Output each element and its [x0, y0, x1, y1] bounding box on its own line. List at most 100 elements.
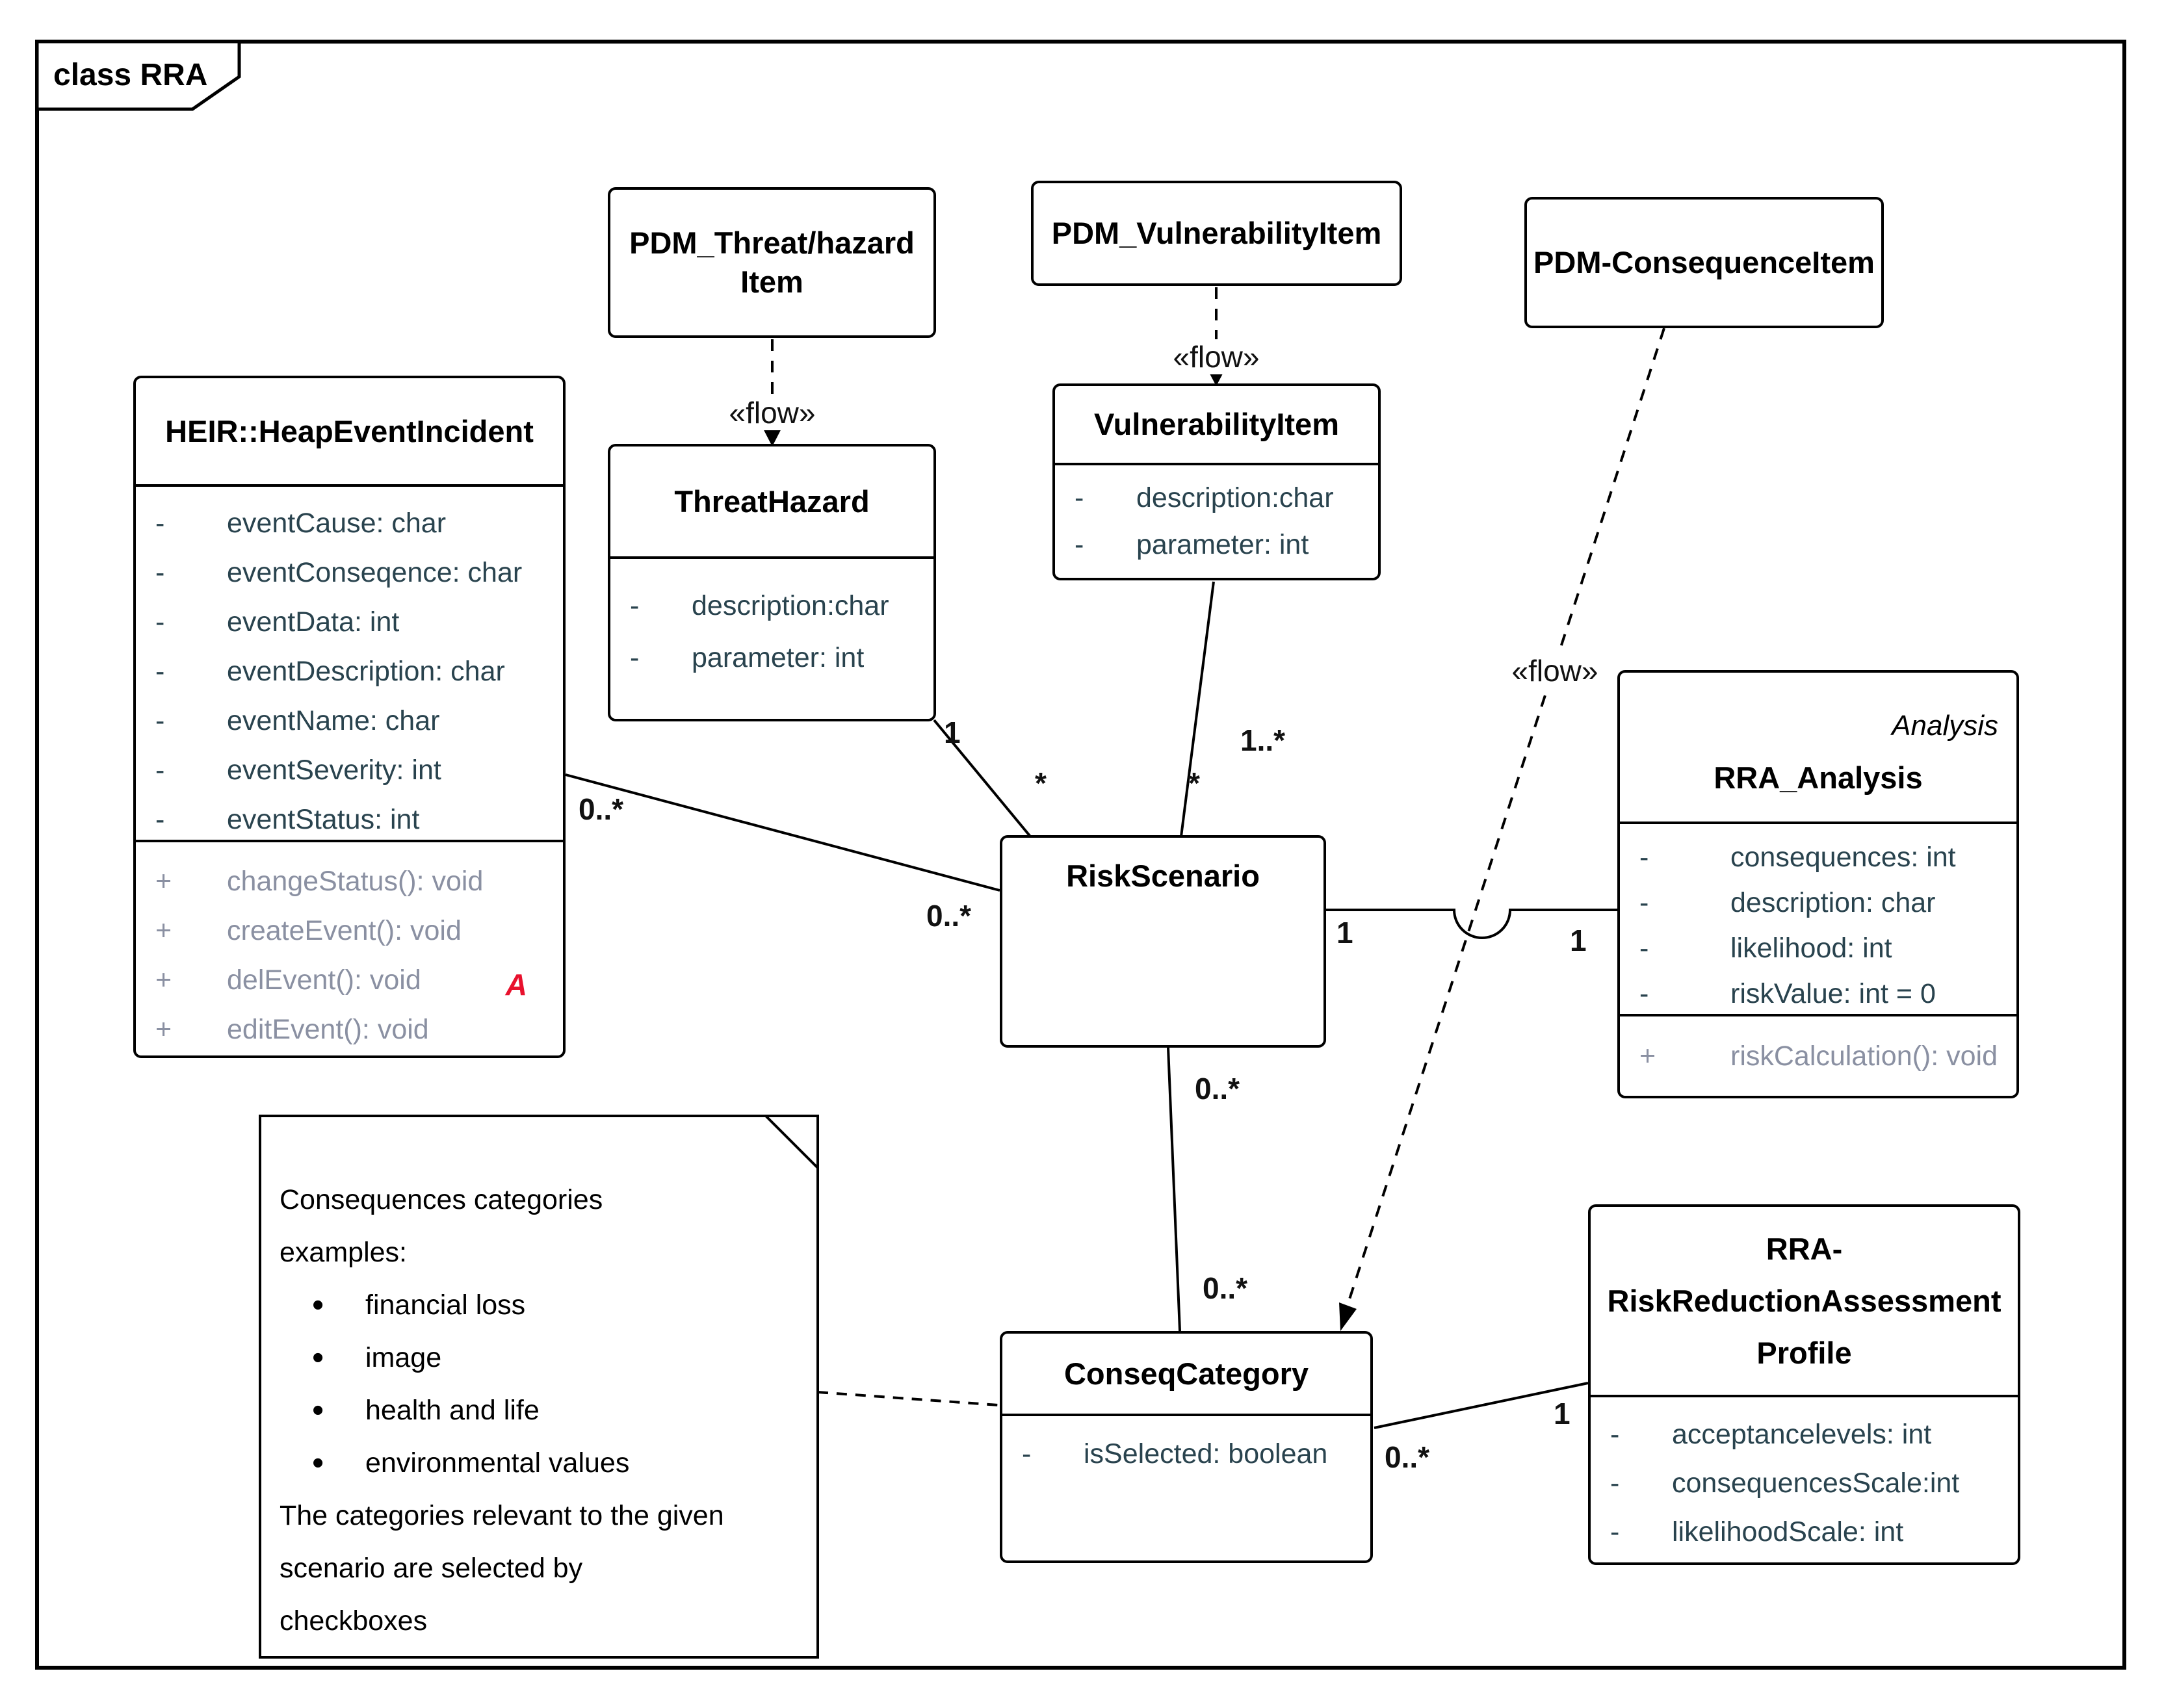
visibility-marker: +: [155, 866, 172, 897]
visibility-marker: -: [155, 508, 165, 539]
note-bullet-item: financial loss: [280, 1279, 800, 1332]
attribute-section: - consequences: int -description: char-lik…: [1620, 822, 2016, 1014]
member-text: eventCause: char: [227, 508, 447, 539]
attribute-row: - riskValue: int = 0: [1620, 971, 2016, 1014]
attribute-row: -eventConseqence: char: [136, 548, 563, 597]
class-vulnerability-item: VulnerabilityItem -description:char-para…: [1052, 383, 1381, 580]
visibility-marker: -: [1639, 978, 1649, 1009]
visibility-marker: +: [155, 915, 172, 946]
attribute-row: -acceptancelevels: int: [1591, 1410, 2018, 1459]
visibility-marker: -: [630, 590, 640, 621]
multiplicity-label: 0..*: [1203, 1271, 1248, 1305]
member-text: consequencesScale:int: [1672, 1468, 1960, 1499]
multiplicity-label: 1: [1570, 924, 1587, 957]
visibility-marker: -: [155, 656, 165, 687]
attribute-section: -description:char-parameter: int: [1055, 463, 1378, 578]
method-row: + changeStatus(): void: [136, 857, 563, 906]
member-text: parameter: int: [692, 642, 865, 673]
visibility-marker: -: [155, 804, 165, 835]
member-text: delEvent(): void: [227, 964, 421, 996]
class-title: RRA_Analysis: [1714, 760, 1923, 795]
attribute-row: - consequencesScale:int: [1591, 1459, 2018, 1508]
visibility-marker: -: [1610, 1468, 1620, 1499]
member-text: isSelected: boolean: [1084, 1438, 1328, 1469]
member-text: likelihoodScale: int: [1672, 1516, 1904, 1547]
stereotype-label: Analysis: [1892, 709, 1998, 742]
attribute-section: -acceptancelevels: int - consequencesScale…: [1591, 1395, 2018, 1562]
attribute-section: -eventCause: char-eventConseqence: char-…: [136, 484, 563, 840]
member-text: eventConseqence: char: [227, 557, 523, 588]
note-line: checkboxes: [280, 1605, 428, 1637]
note-fold: [764, 1115, 819, 1169]
class-heap-event-incident: HEIR::HeapEventIncident - eventCause: cha…: [133, 376, 566, 1058]
frame-tab: [35, 40, 241, 111]
method-row: + editEvent(): void: [136, 1005, 563, 1054]
abstract-marker: A: [505, 968, 527, 1002]
multiplicity-label: 0..*: [1195, 1072, 1240, 1106]
attribute-row: - likelihoodScale: int: [1591, 1508, 2018, 1557]
note-bullet-item: image: [280, 1332, 800, 1384]
member-text: consequences: int: [1730, 842, 1956, 873]
frame-title: class RRA: [53, 58, 208, 92]
class-pdm-vulnerability-item: PDM_VulnerabilityItem: [1031, 181, 1402, 286]
attribute-row: - parameter: int: [610, 632, 933, 684]
visibility-marker: -: [1639, 842, 1649, 873]
attribute-row: -description: char: [1620, 880, 2016, 925]
member-text: riskCalculation(): void: [1730, 1041, 1998, 1072]
visibility-marker: +: [1639, 1041, 1656, 1072]
visibility-marker: -: [630, 642, 640, 673]
member-text: description:char: [1136, 482, 1334, 513]
method-section: + changeStatus(): void +createEvent(): voi…: [136, 840, 563, 1055]
member-text: riskValue: int = 0: [1730, 978, 1936, 1009]
method-row: +createEvent(): void: [136, 906, 563, 955]
note-bullet-item: health and life: [280, 1384, 800, 1437]
class-rra-analysis: Analysis RRA_Analysis - consequences: int…: [1617, 670, 2019, 1098]
class-conseq-category: ConseqCategory -isSelected: boolean: [1000, 1331, 1373, 1563]
note-line: The categories relevant to the given: [280, 1500, 724, 1531]
flow-stereotype-label: «flow»: [722, 395, 822, 430]
visibility-marker: -: [1610, 1516, 1620, 1547]
flow-stereotype-label: «flow»: [1166, 339, 1266, 374]
member-text: eventData: int: [227, 606, 400, 638]
method-row: + riskCalculation(): void: [1620, 1033, 2016, 1079]
method-row: + delEvent(): void: [136, 955, 563, 1005]
multiplicity-label: 1: [1336, 916, 1353, 950]
class-threat-hazard: ThreatHazard -description:char-parameter…: [608, 444, 936, 721]
visibility-marker: -: [155, 606, 165, 638]
visibility-marker: -: [1075, 482, 1084, 513]
member-text: eventDescription: char: [227, 656, 505, 687]
member-text: editEvent(): void: [227, 1014, 429, 1045]
class-pdm-consequence-item: PDM-ConsequenceItem: [1524, 197, 1884, 328]
visibility-marker: +: [155, 964, 172, 996]
assoc-risk-rra: [1326, 909, 1617, 939]
title-line: RiskReductionAssessment: [1607, 1283, 2001, 1318]
title-line: Item: [740, 265, 803, 299]
attribute-row: - eventDescription: char: [136, 647, 563, 696]
arrowhead-conseq: [1339, 1302, 1357, 1331]
class-title: HEIR::HeapEventIncident: [165, 413, 534, 448]
attribute-row: -eventName: char: [136, 696, 563, 745]
member-text: eventSeverity: int: [227, 755, 441, 786]
title-line: PDM_Threat/hazard: [629, 226, 915, 260]
multiplicity-label: 0..*: [579, 792, 624, 826]
attribute-section: - isSelected: boolean: [1002, 1414, 1370, 1560]
title-line: Profile: [1756, 1335, 1852, 1370]
attribute-row: -likelihood: int: [1620, 925, 2016, 971]
class-title: PDM-ConsequenceItem: [1533, 245, 1875, 279]
flow-stereotype-label: «flow»: [1505, 653, 1605, 688]
method-section: + riskCalculation(): void: [1620, 1014, 2016, 1096]
member-text: changeStatus(): void: [227, 866, 484, 897]
multiplicity-label: 1: [1554, 1397, 1571, 1430]
member-text: eventName: char: [227, 705, 440, 736]
visibility-marker: +: [155, 1014, 172, 1045]
multiplicity-label: 0..*: [1385, 1440, 1430, 1474]
multiplicity-label: *: [1188, 766, 1200, 800]
visibility-marker: -: [1022, 1438, 1032, 1469]
assoc-heap-risk: [565, 773, 1000, 892]
assoc-vuln-risk: [1180, 581, 1215, 837]
